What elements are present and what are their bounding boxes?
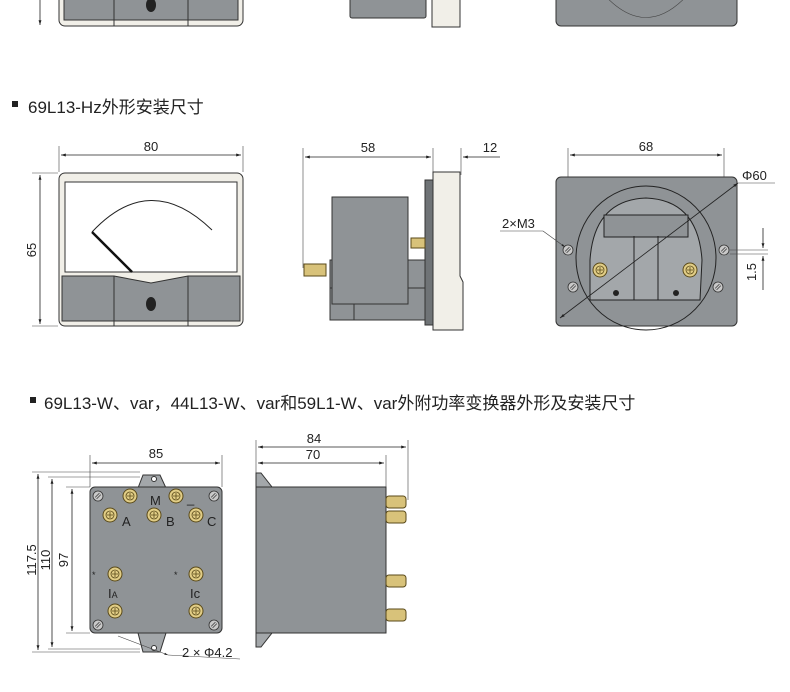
hz-back-view: 68 Φ60 2×M3 1.5 <box>500 139 775 331</box>
dim-offset-1-5: 1.5 <box>744 263 759 281</box>
terminal-label-minus: _ <box>186 491 195 506</box>
dim-hole-spacing-68: 68 <box>639 139 653 154</box>
dim-height-65: 65 <box>24 243 39 257</box>
dim-97: 97 <box>56 553 71 567</box>
transducer-front-view: 85 117.5 110 97 M _ A B C * * IA Ic 2 <box>24 446 241 660</box>
terminal-label-b: B <box>166 514 175 529</box>
section-heading-w-var: 69L13-W、var，44L13-W、var和59L1-W、var外附功率变换… <box>44 394 635 413</box>
dim-117-5: 117.5 <box>24 544 39 576</box>
dim-depth-58: 58 <box>361 140 375 155</box>
polarity-mark-c: * <box>174 570 178 580</box>
dim-width-80: 80 <box>144 139 158 154</box>
terminal-label-a: A <box>122 514 131 529</box>
label-cutout-diameter: Φ60 <box>742 168 767 183</box>
terminal-label-ic: Ic <box>190 586 201 601</box>
dim-total-84: 84 <box>307 431 321 446</box>
bullet-icon <box>30 397 36 403</box>
transducer-side-view: 84 70 <box>255 431 409 648</box>
label-mount-holes: 2 × Φ4.2 <box>182 645 233 660</box>
polarity-mark-a: * <box>92 570 96 580</box>
hz-side-view: 58 12 <box>302 140 500 331</box>
previous-section-partial <box>38 0 738 28</box>
bullet-icon <box>12 101 18 107</box>
dim-110: 110 <box>38 550 53 571</box>
hz-front-view: 80 65 <box>24 139 244 327</box>
dim-flange-12: 12 <box>483 140 497 155</box>
terminal-label-ia: IA <box>108 586 118 601</box>
terminal-label-c: C <box>207 514 216 529</box>
dim-width-85: 85 <box>149 446 163 461</box>
label-mount-screws: 2×M3 <box>502 216 535 231</box>
dim-body-70: 70 <box>306 447 320 462</box>
section-heading-hz: 69L13-Hz外形安装尺寸 <box>28 98 204 117</box>
zero-adjust-screw-icon <box>146 297 156 311</box>
terminal-label-m: M <box>150 493 161 508</box>
